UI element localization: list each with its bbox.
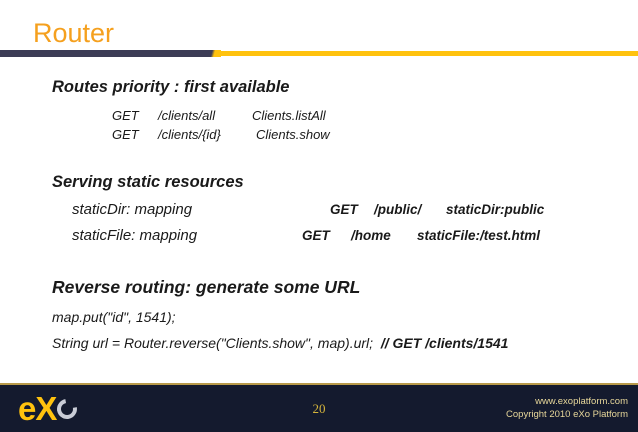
reverse-heading: Reverse routing: generate some URL: [52, 277, 361, 297]
static-row-0-handler: staticDir:public: [446, 202, 545, 217]
reverse-code-line-2-wrap: String url = Router.reverse("Clients.sho…: [52, 335, 508, 351]
static-row-0-label: staticDir: mapping: [72, 201, 193, 218]
static-row-0-method: GET: [330, 202, 358, 217]
divider-wedge: [205, 50, 221, 57]
footer-credits: www.exoplatform.com Copyright 2010 eXo P…: [506, 395, 628, 421]
routes-row-0-handler: Clients.listAll: [252, 108, 326, 123]
static-row-1-label: staticFile: mapping: [72, 227, 198, 244]
routes-row-1-method: GET: [112, 127, 139, 142]
static-row-1-handler: staticFile:/test.html: [417, 228, 541, 243]
static-row-1-path: /home: [351, 228, 391, 243]
footer-copyright: Copyright 2010 eXo Platform: [506, 409, 628, 420]
page-number: 20: [312, 401, 326, 416]
routes-row-0-method: GET: [112, 108, 139, 123]
page-title: Router: [33, 18, 115, 48]
routes-heading: Routes priority : first available: [52, 78, 290, 96]
divider-yellow-segment: [218, 51, 638, 56]
static-row-1-method: GET: [302, 228, 330, 243]
logo-letter-x: X: [35, 390, 57, 427]
static-row-0-path: /public/: [374, 202, 422, 217]
title-divider: [0, 50, 638, 59]
routes-row-1-path: /clients/{id}: [158, 127, 221, 142]
routes-row-1-handler: Clients.show: [256, 127, 330, 142]
logo-letter-e: e: [18, 390, 36, 427]
reverse-code-line-2: String url = Router.reverse("Clients.sho…: [52, 335, 374, 351]
static-heading: Serving static resources: [52, 173, 244, 191]
reverse-code-comment: // GET /clients/1541: [380, 335, 509, 351]
footer-website: www.exoplatform.com: [535, 396, 628, 407]
divider-navy-segment: [0, 50, 216, 57]
reverse-code-line-1: map.put("id", 1541);: [52, 309, 176, 325]
routes-row-0-path: /clients/all: [158, 108, 216, 123]
